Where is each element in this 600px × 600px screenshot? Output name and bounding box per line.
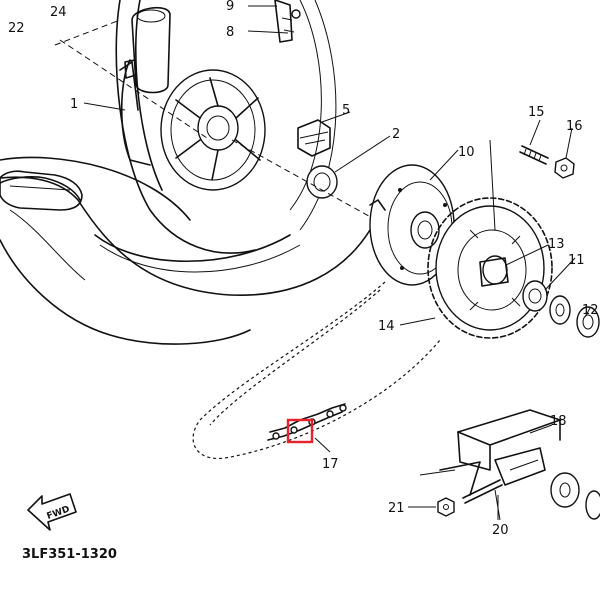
- drive-chain: [192, 281, 441, 460]
- part-label-20: 20: [492, 523, 509, 538]
- seal-12: [549, 295, 600, 338]
- diagram-code: 3LF351-1320: [22, 547, 117, 562]
- part-label-9: 9: [226, 0, 234, 14]
- part-label-2: 2: [392, 127, 400, 142]
- stud-15: [519, 145, 549, 165]
- bearing-2: [306, 165, 338, 199]
- leader-lines: [83, 5, 591, 520]
- bearing-11: [522, 280, 548, 312]
- part-label-15: 15: [528, 105, 545, 120]
- part-label-17: 17: [322, 457, 339, 472]
- part-label-22: 22: [8, 21, 25, 36]
- damper-block: [297, 119, 331, 157]
- part-label-13: 13: [548, 237, 565, 252]
- part-label-10: 10: [458, 145, 475, 160]
- axle-sleeve: [124, 6, 171, 94]
- rear-sprocket: [427, 197, 553, 339]
- chain-adjuster: [419, 409, 561, 521]
- guide-line: [54, 19, 121, 46]
- nut-16: [554, 157, 575, 179]
- fwd-label: FWD: [46, 505, 72, 522]
- part-label-5: 5: [342, 103, 350, 118]
- highlight-box: [286, 418, 314, 444]
- forward-arrow-icon: FWD: [27, 493, 77, 531]
- collar-13: [479, 257, 509, 287]
- part-label-8: 8: [226, 25, 234, 40]
- part-label-18: 18: [550, 414, 567, 429]
- part-label-14: 14: [378, 319, 395, 334]
- part-label-21: 21: [388, 501, 405, 516]
- wheel-assembly: [0, 0, 371, 345]
- part-label-11: 11: [568, 253, 585, 268]
- part-label-12: 12: [582, 303, 599, 318]
- washer-plate: [550, 472, 600, 520]
- part-label-1: 1: [70, 97, 78, 112]
- guide-line: [59, 39, 211, 141]
- nut-21: [437, 497, 455, 517]
- part-label-24: 24: [50, 5, 67, 20]
- part-label-16: 16: [566, 119, 583, 134]
